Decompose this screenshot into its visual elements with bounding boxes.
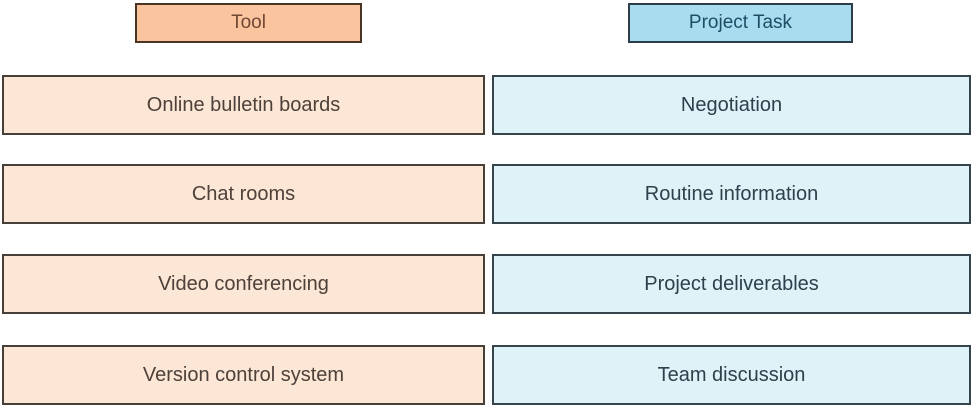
task-item-team-discussion[interactable]: Team discussion (492, 345, 971, 405)
tool-column-header: Tool (135, 3, 362, 43)
tool-item-video-conferencing[interactable]: Video conferencing (2, 254, 485, 314)
tool-item-online-bulletin-boards[interactable]: Online bulletin boards (2, 75, 485, 135)
task-item-negotiation[interactable]: Negotiation (492, 75, 971, 135)
tool-item-chat-rooms[interactable]: Chat rooms (2, 164, 485, 224)
task-item-routine-information[interactable]: Routine information (492, 164, 971, 224)
tool-item-version-control-system[interactable]: Version control system (2, 345, 485, 405)
task-item-project-deliverables[interactable]: Project deliverables (492, 254, 971, 314)
project-task-column-header: Project Task (628, 3, 853, 43)
